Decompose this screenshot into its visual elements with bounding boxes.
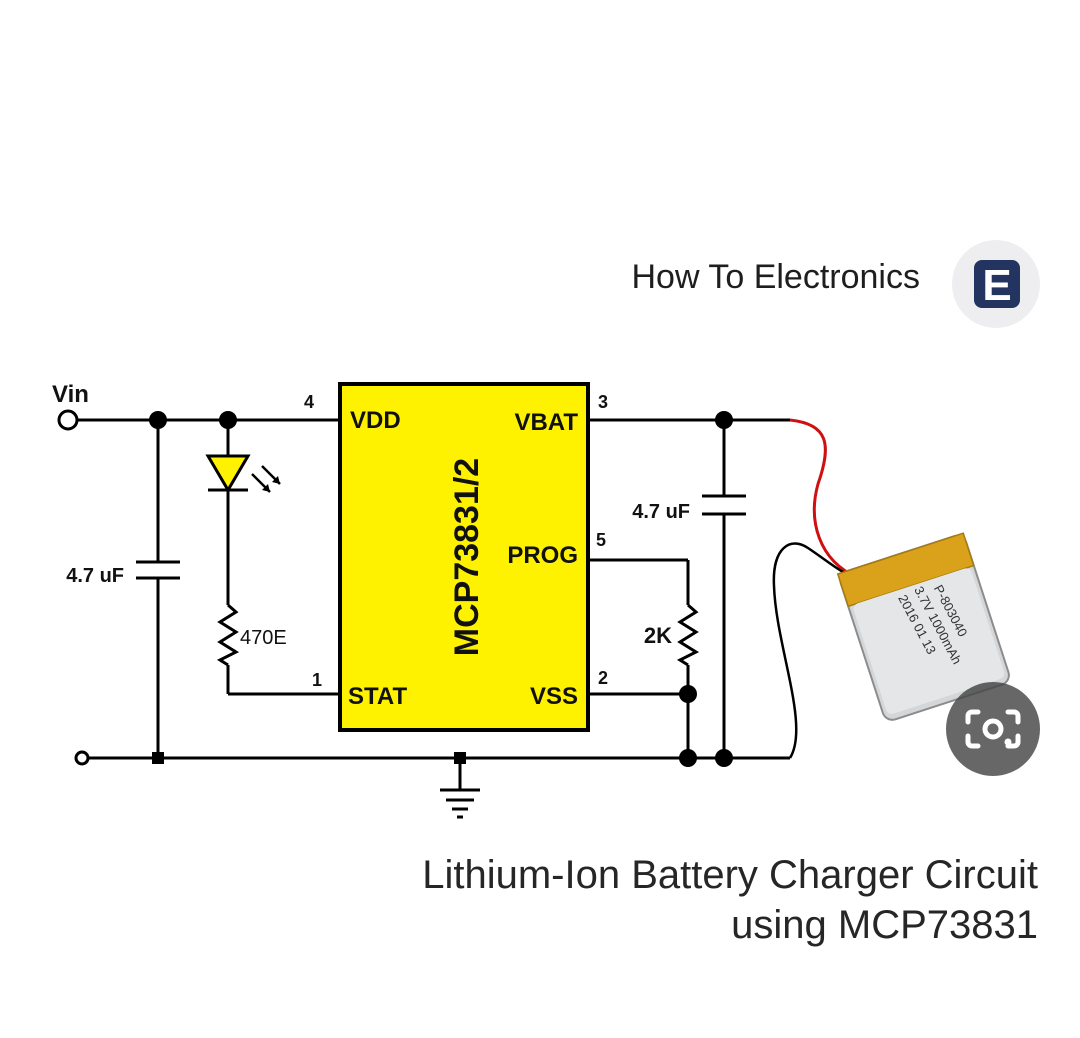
input-cap-label: 4.7 uF: [66, 565, 124, 587]
pin-vss-number: 2: [598, 668, 608, 688]
prog-resistor: [676, 603, 700, 667]
brand-name: How To Electronics: [631, 258, 921, 296]
brand-logo-letter: E: [982, 261, 1011, 310]
ic-part-number: MCP73831/2: [448, 458, 486, 656]
pin-vdd-name: VDD: [350, 407, 401, 434]
pin-stat-number: 1: [312, 670, 322, 690]
brand-logo[interactable]: E: [952, 240, 1040, 328]
ic-body: [338, 382, 590, 732]
input-capacitor: [136, 560, 180, 580]
prog-resistor-label: 2K: [644, 623, 672, 648]
pin-prog-name: PROG: [507, 542, 578, 569]
ground-symbol: [440, 788, 480, 819]
pin-vbat-number: 3: [598, 392, 608, 412]
led-resistor: [216, 603, 240, 667]
output-cap-label: 4.7 uF: [632, 501, 690, 523]
led-resistor-label: 470E: [240, 627, 287, 649]
vin-label: Vin: [52, 381, 89, 408]
battery-black-lead: [772, 542, 859, 759]
caption-line-1: Lithium-Ion Battery Charger Circuit: [422, 853, 1038, 897]
lipo-battery: P-803040 3.7V 1000mAh 2016 01 13: [836, 532, 1010, 721]
ground-terminal: [74, 750, 90, 766]
camera-search-icon: [965, 709, 1021, 749]
caption-line-2: using MCP73831: [731, 903, 1038, 947]
pin-stat-name: STAT: [348, 683, 407, 710]
pin-vbat-name: VBAT: [514, 409, 578, 436]
pin-prog-number: 5: [596, 530, 606, 550]
status-led: [205, 454, 281, 493]
vin-terminal: [57, 409, 79, 431]
diagram-caption: Lithium-Ion Battery Charger Circuit usin…: [422, 850, 1038, 950]
pin-vss-name: VSS: [530, 683, 578, 710]
junction-dots: [149, 411, 733, 767]
lens-search-button[interactable]: [946, 682, 1040, 776]
battery-red-lead: [789, 418, 859, 580]
pin-vdd-number: 4: [304, 392, 314, 412]
output-capacitor: [702, 494, 746, 516]
